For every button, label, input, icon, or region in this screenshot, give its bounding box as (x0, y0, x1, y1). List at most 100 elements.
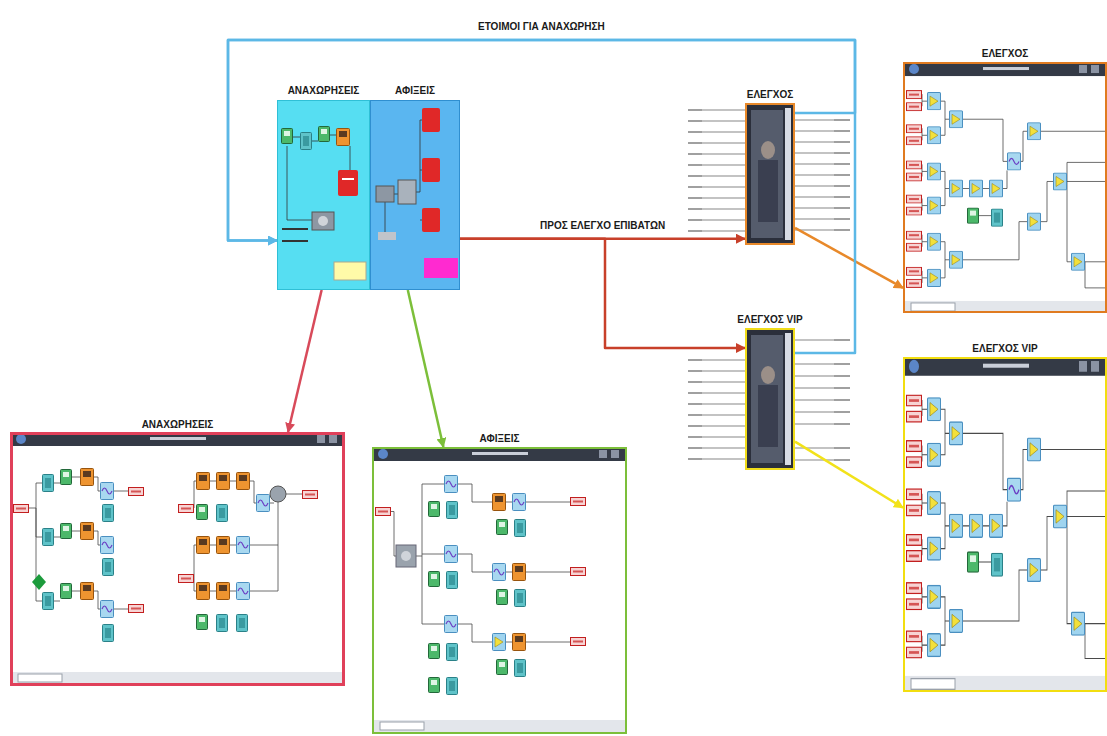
teal-block (43, 593, 54, 610)
wave-block (237, 583, 250, 600)
green-block (61, 524, 72, 539)
teal-block (515, 660, 526, 677)
orange-block (81, 523, 94, 540)
note-box (334, 262, 366, 280)
orange-block (81, 469, 94, 486)
green-block (429, 572, 440, 587)
merge-wheel (270, 486, 286, 502)
edge-label: ΠΡΟΣ ΕΛΕΓΧΟ ΕΠΙΒΑΤΩΝ (538, 220, 667, 232)
machine-icon (312, 212, 334, 230)
arrivals-panel: ΑΦΙΞΕΙΣ (372, 447, 627, 734)
document-icon (422, 108, 440, 132)
window-button (599, 450, 607, 458)
teal-block (103, 625, 114, 642)
vip-check-block: ΕΛΕΓΧΟΣ VIP (745, 328, 795, 470)
photo-person-body (758, 160, 778, 222)
photo-ground (747, 330, 793, 468)
green-block (429, 502, 440, 517)
scroll-bar (10, 672, 345, 684)
block-wires (29, 477, 302, 609)
teal-block (217, 615, 228, 632)
arrivals-window (372, 447, 627, 734)
signal-tag (571, 498, 586, 506)
photo-person (761, 141, 775, 159)
departures-panel: ΑΝΑΧΩΡΗΣΕΙΣ (10, 432, 345, 686)
teal-block (217, 505, 228, 522)
orange-block (237, 473, 250, 490)
photo-ground (747, 105, 793, 243)
node-heading: ΕΛΕΓΧΟΣ (982, 48, 1028, 60)
tiny-mark (282, 240, 308, 242)
document-icon (422, 158, 440, 182)
title-mark (472, 452, 528, 455)
wave-block (493, 564, 506, 581)
gate-icon (398, 180, 416, 204)
photo-scene (751, 110, 783, 238)
flow-arrow (460, 239, 745, 348)
departures-area: ΑΝΑΧΩΡΗΣΕΙΣ (277, 100, 370, 290)
flow-arrow (228, 40, 855, 353)
signal-tag (376, 508, 391, 516)
green-block (429, 678, 440, 693)
edge-label: ΕΤΟΙΜΟΙ ΓΙΑ ΑΝΑΧΩΡΗΣΗ (476, 21, 607, 33)
flow-arrow (795, 228, 903, 288)
flow-arrow (288, 290, 322, 432)
scroll-thumb (380, 722, 424, 730)
machine-icon (396, 545, 416, 567)
photo-person (761, 366, 775, 384)
node-heading: ΑΝΑΧΩΡΗΣΕΙΣ (142, 419, 214, 431)
check-panel: ΕΛΕΓΧΟΣ (903, 62, 1107, 313)
check-block: ΕΛΕΓΧΟΣ (745, 103, 795, 245)
title-bar (372, 447, 627, 461)
signal-tag (179, 505, 194, 513)
teal-block (515, 590, 526, 607)
orange-block (337, 129, 350, 146)
signal-tag (571, 568, 586, 576)
teal-block (43, 475, 54, 492)
window-button (317, 435, 325, 443)
wave-block (257, 495, 270, 512)
block-wires (391, 484, 570, 642)
signal-tag (129, 605, 144, 613)
title-mark (150, 437, 206, 440)
orange-block (217, 473, 230, 490)
window-button (329, 435, 337, 443)
wave-block (513, 494, 526, 511)
signal-tag (571, 638, 586, 646)
photo-person-body (758, 385, 778, 447)
photo-door (785, 333, 791, 465)
panel-ground (10, 432, 345, 686)
document-mark (342, 178, 354, 180)
orange-block (217, 583, 230, 600)
wave-block (101, 601, 114, 618)
teal-block (447, 572, 458, 589)
start-diamond (32, 574, 46, 590)
green-block (319, 127, 330, 142)
green-block (197, 505, 208, 520)
wave-block (445, 546, 458, 563)
orange-block (81, 583, 94, 600)
wave-block (101, 537, 114, 554)
signal-wires (695, 110, 850, 460)
green-block (61, 584, 72, 599)
node-heading: ΑΦΙΞΕΙΣ (395, 85, 435, 97)
area-wires (287, 120, 422, 232)
green-block (497, 660, 508, 675)
teal-block (43, 529, 54, 546)
teal-block (447, 678, 458, 695)
control-window (903, 357, 1107, 692)
green-block (497, 520, 508, 535)
node-heading: ΑΦΙΞΕΙΣ (480, 433, 520, 445)
arrivals-fill (370, 100, 460, 290)
flow-arrow (795, 442, 903, 508)
arrivals-area: ΑΦΙΞΕΙΣ (370, 100, 460, 290)
signal-name-marks (688, 110, 850, 460)
logic-block (493, 634, 506, 651)
green-block (429, 644, 440, 659)
photo-door (785, 108, 791, 240)
node-heading: ΕΛΕΓΧΟΣ VIP (972, 343, 1037, 355)
departures-window (10, 432, 345, 686)
signal-tag (129, 488, 144, 496)
